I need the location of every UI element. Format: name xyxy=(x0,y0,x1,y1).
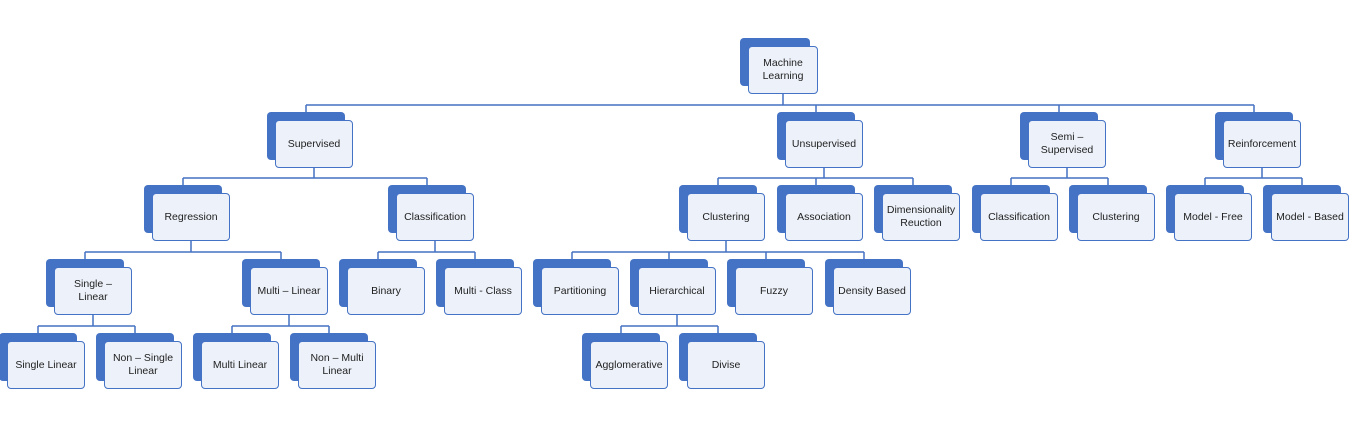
node-box: Regression xyxy=(152,193,230,241)
connector-multi-linear-group xyxy=(231,315,330,333)
node-box: Clustering xyxy=(1077,193,1155,241)
node-box: Single Linear xyxy=(7,341,85,389)
node-partitioning: Partitioning xyxy=(533,259,619,315)
node-single-linear-group: Single – Linear xyxy=(46,259,132,315)
connector-ml xyxy=(305,94,1255,112)
connector-reinforcement xyxy=(1204,168,1303,185)
node-box: Unsupervised xyxy=(785,120,863,168)
node-label: Multi - Class xyxy=(454,284,512,297)
node-non-multi-linear: Non – Multi Linear xyxy=(290,333,376,389)
node-box: Multi Linear xyxy=(201,341,279,389)
node-box: Non – Multi Linear xyxy=(298,341,376,389)
node-label: Reinforcement xyxy=(1227,137,1297,150)
node-ml: Machine Learning xyxy=(740,38,818,94)
node-label: Divise xyxy=(711,358,741,371)
node-label: Semi – Supervised xyxy=(1040,131,1094,156)
node-label: Density Based xyxy=(838,284,906,297)
node-box: Non – Single Linear xyxy=(104,341,182,389)
node-label: Partitioning xyxy=(553,284,607,297)
node-label: Unsupervised xyxy=(791,137,857,150)
node-multi-linear-group: Multi – Linear xyxy=(242,259,328,315)
node-label: Multi Linear xyxy=(212,358,268,371)
node-label: Supervised xyxy=(287,137,341,150)
node-label: Regression xyxy=(164,210,218,223)
node-label: Classification xyxy=(404,210,466,223)
node-box: Density Based xyxy=(833,267,911,315)
connector-clustering xyxy=(571,241,865,259)
node-box: Multi – Linear xyxy=(250,267,328,315)
connector-regression xyxy=(84,241,282,259)
node-multi-linear: Multi Linear xyxy=(193,333,279,389)
node-semi: Semi – Supervised xyxy=(1020,112,1106,168)
node-label: Model - Free xyxy=(1183,210,1243,223)
node-box: Reinforcement xyxy=(1223,120,1301,168)
node-box: Association xyxy=(785,193,863,241)
node-box: Semi – Supervised xyxy=(1028,120,1106,168)
node-model-free: Model - Free xyxy=(1166,185,1252,241)
connector-classification xyxy=(377,241,476,259)
node-label: Binary xyxy=(371,284,401,297)
node-label: Dimensionality Reuction xyxy=(886,204,956,229)
node-model-based: Model - Based xyxy=(1263,185,1349,241)
node-dimred: Dimensionality Reuction xyxy=(874,185,960,241)
node-single-linear: Single Linear xyxy=(0,333,85,389)
node-box: Clustering xyxy=(687,193,765,241)
node-label: Single – Linear xyxy=(74,278,112,303)
node-box: Supervised xyxy=(275,120,353,168)
node-hierarchical: Hierarchical xyxy=(630,259,716,315)
node-box: Classification xyxy=(396,193,474,241)
node-label: Clustering xyxy=(1092,210,1140,223)
node-regression: Regression xyxy=(144,185,230,241)
node-box: Binary xyxy=(347,267,425,315)
node-fuzzy: Fuzzy xyxy=(727,259,813,315)
node-label: Fuzzy xyxy=(759,284,788,297)
node-box: Classification xyxy=(980,193,1058,241)
node-clustering: Clustering xyxy=(679,185,765,241)
node-semi-classification: Classification xyxy=(972,185,1058,241)
node-agglomerative: Agglomerative xyxy=(582,333,668,389)
node-density: Density Based xyxy=(825,259,911,315)
node-box: Fuzzy xyxy=(735,267,813,315)
connector-supervised xyxy=(182,168,428,185)
connector-unsupervised xyxy=(717,168,914,185)
node-box: Partitioning xyxy=(541,267,619,315)
connector-hierarchical xyxy=(620,315,719,333)
node-reinforcement: Reinforcement xyxy=(1215,112,1301,168)
node-supervised: Supervised xyxy=(267,112,353,168)
node-label: Clustering xyxy=(702,210,750,223)
node-box: Machine Learning xyxy=(748,46,818,94)
node-label: Agglomerative xyxy=(595,358,663,371)
node-association: Association xyxy=(777,185,863,241)
node-label: Machine Learning xyxy=(762,57,804,82)
node-box: Agglomerative xyxy=(590,341,668,389)
node-label: Classification xyxy=(988,210,1050,223)
node-semi-clustering: Clustering xyxy=(1069,185,1155,241)
node-label: Multi – Linear xyxy=(257,284,321,297)
node-box: Divise xyxy=(687,341,765,389)
node-label: Association xyxy=(797,210,851,223)
node-multi-class: Multi - Class xyxy=(436,259,522,315)
node-label: Non – Single Linear xyxy=(112,352,174,377)
connector-single-linear-group xyxy=(37,315,136,333)
node-binary: Binary xyxy=(339,259,425,315)
node-label: Single Linear xyxy=(15,358,77,371)
node-label: Hierarchical xyxy=(649,284,705,297)
connector-semi xyxy=(1010,168,1109,185)
node-box: Model - Based xyxy=(1271,193,1349,241)
node-box: Dimensionality Reuction xyxy=(882,193,960,241)
node-box: Single – Linear xyxy=(54,267,132,315)
node-unsupervised: Unsupervised xyxy=(777,112,863,168)
node-non-single-linear: Non – Single Linear xyxy=(96,333,182,389)
node-box: Model - Free xyxy=(1174,193,1252,241)
node-box: Hierarchical xyxy=(638,267,716,315)
node-box: Multi - Class xyxy=(444,267,522,315)
node-divise: Divise xyxy=(679,333,765,389)
node-label: Non – Multi Linear xyxy=(310,352,364,377)
node-classification: Classification xyxy=(388,185,474,241)
node-label: Model - Based xyxy=(1276,210,1344,223)
